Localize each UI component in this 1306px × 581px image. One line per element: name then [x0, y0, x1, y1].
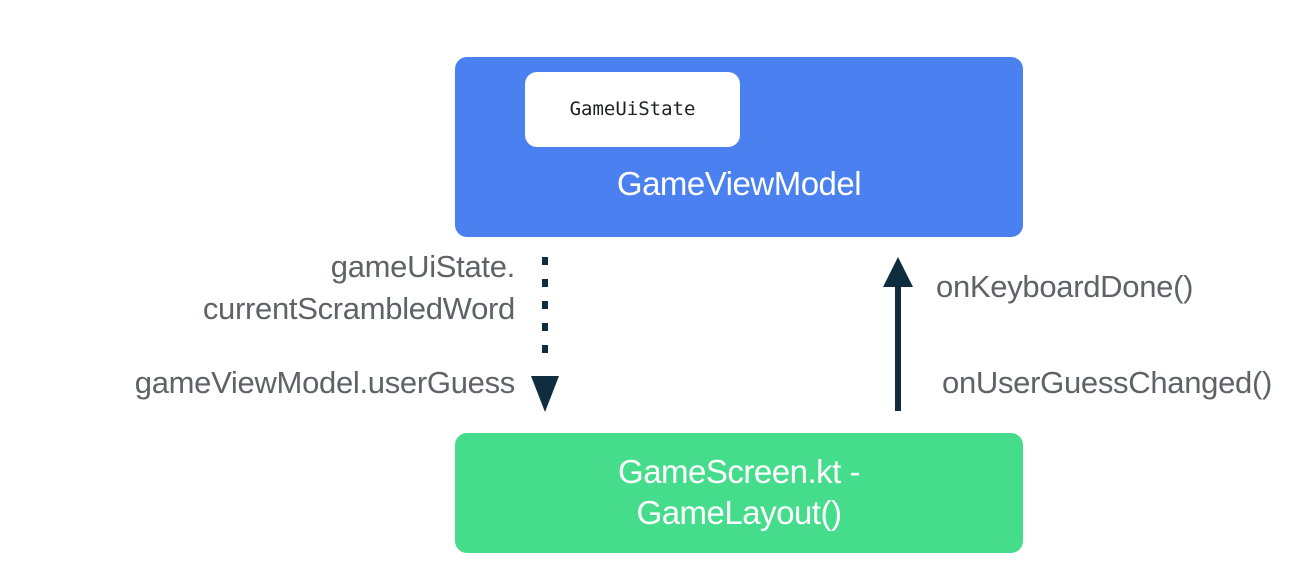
- user-guess-label: gameViewModel.userGuess: [134, 365, 516, 400]
- game-view-model-label: GameViewModel: [616, 165, 862, 202]
- down-arrow-dot-2: [542, 279, 548, 287]
- down-arrow-dot-4: [542, 323, 548, 331]
- down-arrow-dot-5: [542, 345, 548, 353]
- state-flow-label: gameUiState. currentScrambledWord: [203, 246, 515, 330]
- game-ui-state-box: GameUiState: [525, 72, 740, 147]
- game-screen-label: GameScreen.kt - GameLayout(): [455, 451, 1023, 533]
- state-flow-label-line2: currentScrambledWord: [202, 291, 515, 326]
- up-arrow-head: [883, 257, 913, 287]
- keyboard-done-label: onKeyboardDone(): [936, 269, 1194, 304]
- game-ui-state-label: GameUiState: [569, 98, 696, 120]
- down-arrow-head: [531, 376, 559, 412]
- game-screen-label-line1: GameScreen.kt -: [618, 453, 860, 490]
- user-guess-changed-label: onUserGuessChanged(): [942, 365, 1273, 400]
- game-screen-box: GameScreen.kt - GameLayout(): [455, 433, 1023, 553]
- game-view-model-box: GameUiState GameViewModel: [455, 57, 1023, 237]
- down-arrow-dotted-line: [542, 257, 548, 353]
- down-arrow-dot-3: [542, 301, 548, 309]
- state-flow-label-line1: gameUiState.: [330, 249, 516, 284]
- down-arrow-dot-1: [542, 257, 548, 265]
- game-screen-label-line2: GameLayout(): [636, 494, 842, 531]
